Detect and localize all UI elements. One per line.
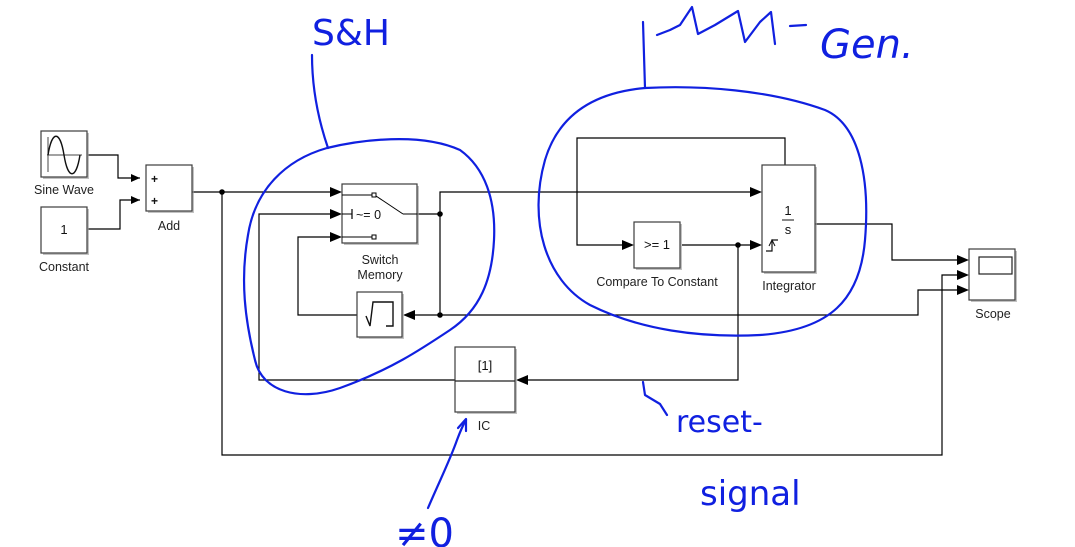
switch-condition: ~= 0: [356, 208, 381, 222]
sine-wave-label: Sine Wave: [34, 183, 94, 197]
arrowhead: [622, 240, 634, 250]
reset-annotation-line2: signal: [700, 474, 801, 514]
sample-hold-circle: [242, 138, 496, 396]
junction-dot: [735, 242, 741, 248]
constant-value: 1: [60, 222, 67, 237]
arrowhead: [750, 187, 762, 197]
compare-label: Compare To Constant: [596, 275, 718, 289]
arrowhead: [131, 174, 140, 182]
add-label: Add: [158, 219, 180, 233]
arrowhead: [330, 209, 342, 219]
switch-block[interactable]: ~= 0 Switch Memory: [341, 183, 419, 282]
constant-label: Constant: [39, 260, 90, 274]
signal-lines: [88, 137, 969, 456]
integrator-block[interactable]: 1 s Integrator: [761, 164, 817, 293]
arrowhead: [330, 232, 342, 242]
wire-sine-add[interactable]: [88, 154, 140, 179]
wire-constant-add[interactable]: [88, 199, 140, 230]
wire-memory-switch[interactable]: [297, 236, 357, 316]
arrowhead: [957, 255, 969, 265]
arrowhead: [957, 285, 969, 295]
add-sign-plus: +: [151, 172, 158, 186]
ink-annotations: S&H Gen. reset- signal ≠0: [242, 5, 914, 547]
wire-ic-switch[interactable]: [258, 213, 455, 381]
arrowhead: [403, 310, 415, 320]
scope-label: Scope: [975, 307, 1010, 321]
switch-label-line1: Switch: [362, 253, 399, 267]
ic-label: IC: [478, 419, 491, 433]
add-sign-plus: +: [151, 194, 158, 208]
compare-expression: >= 1: [644, 237, 670, 252]
scope-screen-icon: [978, 256, 1013, 275]
memory-block[interactable]: [356, 291, 404, 339]
sawtooth-gen-annotation: Gen.: [820, 22, 914, 68]
compare-to-constant-block[interactable]: >= 1 Compare To Constant: [596, 221, 718, 289]
add-block[interactable]: + + Add: [145, 164, 194, 233]
arrowhead: [516, 375, 528, 385]
arrowhead: [330, 187, 342, 197]
ic-block[interactable]: [1] IC: [454, 346, 517, 433]
integrator-denominator: s: [785, 222, 792, 237]
scope-block[interactable]: Scope: [968, 248, 1017, 321]
constant-block[interactable]: 1 Constant: [39, 206, 90, 274]
sawtooth-wave-icon: [655, 5, 777, 46]
wire-switch-scope[interactable]: [440, 289, 962, 316]
junction-dot: [437, 211, 443, 217]
reset-trigger-icon: [766, 239, 778, 252]
sawtooth-gen-circle: [537, 86, 868, 337]
wire-reset-ic[interactable]: [523, 245, 739, 381]
junction-dot: [437, 312, 443, 318]
arrowhead: [750, 240, 762, 250]
sample-hold-pointer: [310, 53, 330, 150]
wire-switch-integrator[interactable]: [417, 191, 755, 215]
sine-wave-block[interactable]: Sine Wave: [34, 130, 94, 197]
junction-dot: [219, 189, 225, 195]
switch-label-line2: Memory: [357, 268, 403, 282]
ic-note-arrow: [426, 418, 468, 510]
switch-lever-icon: [375, 195, 404, 215]
reset-annotation-line1: reset-: [676, 405, 763, 440]
sine-wave-icon: [47, 135, 81, 175]
ic-nonzero-annotation: ≠0: [395, 511, 454, 547]
wire-integrator-feedback[interactable]: [576, 137, 786, 246]
memory-icon: [365, 301, 394, 327]
reset-pointer: [641, 380, 669, 417]
integrator-numerator: 1: [784, 203, 791, 218]
arrowhead: [957, 270, 969, 280]
sample-hold-annotation: S&H: [312, 13, 390, 54]
arrowhead: [131, 196, 140, 204]
ic-value: [1]: [478, 358, 492, 373]
sawtooth-pointer: [641, 20, 647, 90]
wire-add-scope[interactable]: [221, 192, 962, 456]
wire-integrator-scope[interactable]: [815, 223, 962, 261]
integrator-label: Integrator: [762, 279, 816, 293]
